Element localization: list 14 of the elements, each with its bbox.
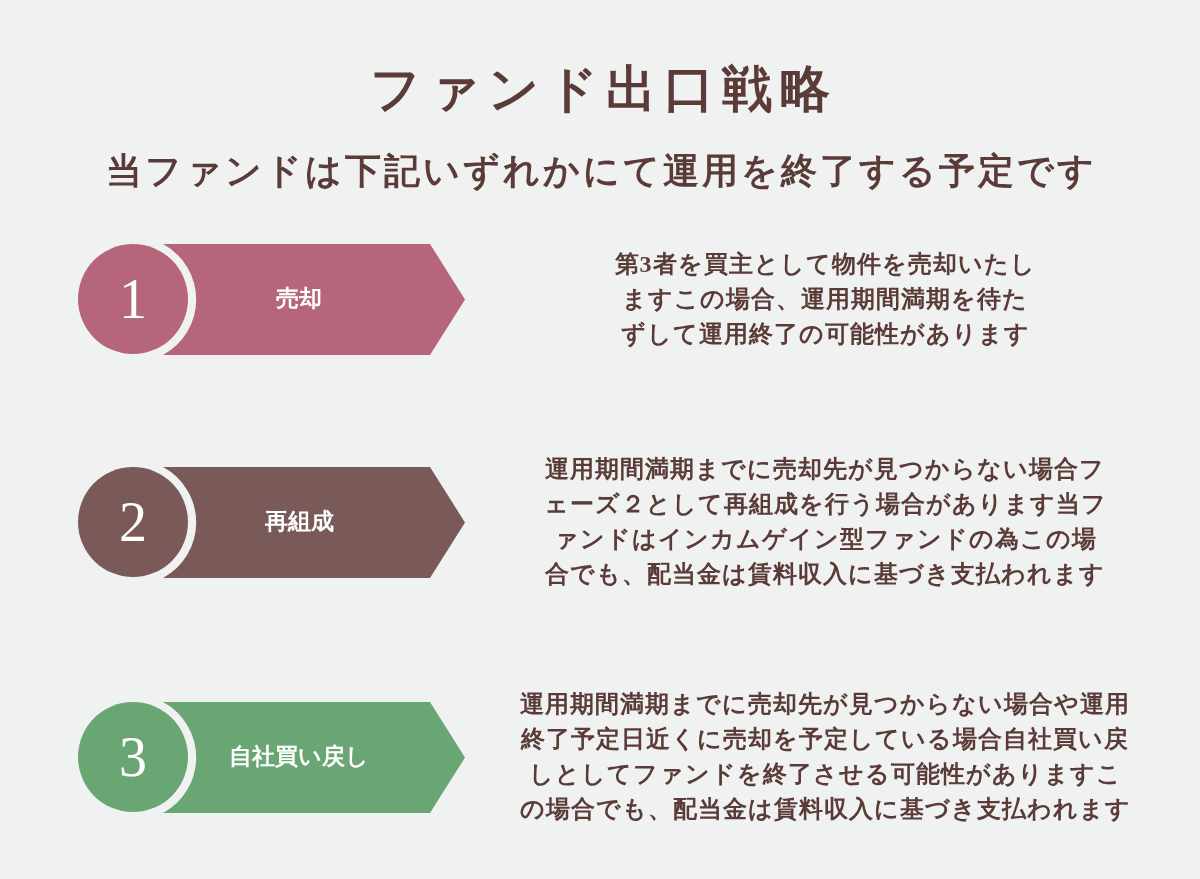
description-text: 第3者を買主として物件を売却いたしますこの場合、運用期間満期を待たずして運用終了の可能性があります xyxy=(613,249,1037,350)
description-text: 運用期間満期までに売却先が見つからない場合や運用終了予定日近くに売却を予定している場合自社買い戻しとしてファンドを終了させる可能性がありますこの場合でも、配当金は賃料収入に基づき支払われます xyxy=(518,690,1132,824)
step-circle xyxy=(78,467,188,577)
step-title: 自社買い戻し xyxy=(229,743,369,771)
step-number: 1 xyxy=(119,271,147,327)
title: ファンド出口戦略 xyxy=(369,60,838,119)
subtitle: 当ファンドは下記いずれかにて運用を終了する予定です xyxy=(105,150,1097,193)
step-title: 再組成 xyxy=(264,508,334,536)
step-number: 2 xyxy=(119,494,147,550)
step-number: 3 xyxy=(119,729,147,785)
step-circle xyxy=(78,244,188,354)
description-text: 運用期間満期までに売却先が見つからない場合フェーズ２として再組成を行う場合があります当ファンドはインカムゲイン型ファンドの為この場合でも、配当金は賃料収入に基づき支払われます xyxy=(542,455,1108,589)
step-title: 売却 xyxy=(276,285,322,313)
step-circle xyxy=(78,702,188,812)
